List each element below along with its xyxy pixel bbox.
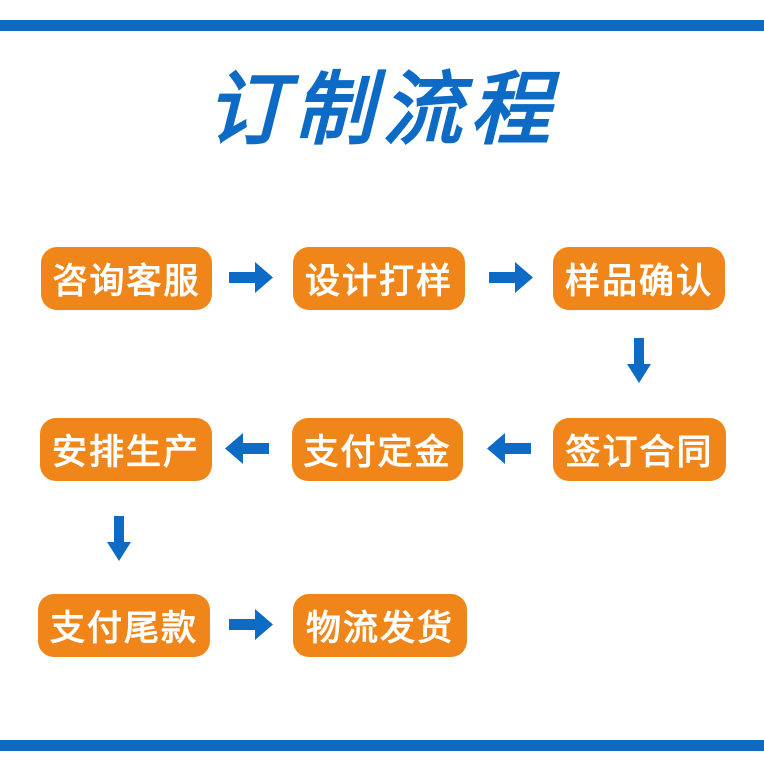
arrow-left-icon <box>225 433 269 464</box>
top-divider-bar <box>0 20 764 31</box>
arrow-right-icon <box>229 609 273 640</box>
step-design-sampling: 设计打样 <box>293 247 465 310</box>
step-logistics-shipping: 物流发货 <box>293 594 467 657</box>
arrow-left-icon <box>487 433 531 464</box>
step-sample-confirmation: 样品确认 <box>553 247 725 310</box>
step-sign-contract: 签订合同 <box>553 418 726 481</box>
bottom-divider-bar <box>0 740 764 751</box>
step-pay-deposit: 支付定金 <box>292 418 463 481</box>
arrow-down-icon <box>627 338 651 383</box>
arrow-down-icon <box>107 516 131 561</box>
step-consult-customer-service: 咨询客服 <box>41 247 212 310</box>
arrow-right-icon <box>229 262 273 293</box>
step-pay-balance: 支付尾款 <box>38 594 210 657</box>
page-title: 订制流程 <box>206 65 558 154</box>
arrow-right-icon <box>489 262 533 293</box>
step-arrange-production: 安排生产 <box>40 418 212 481</box>
